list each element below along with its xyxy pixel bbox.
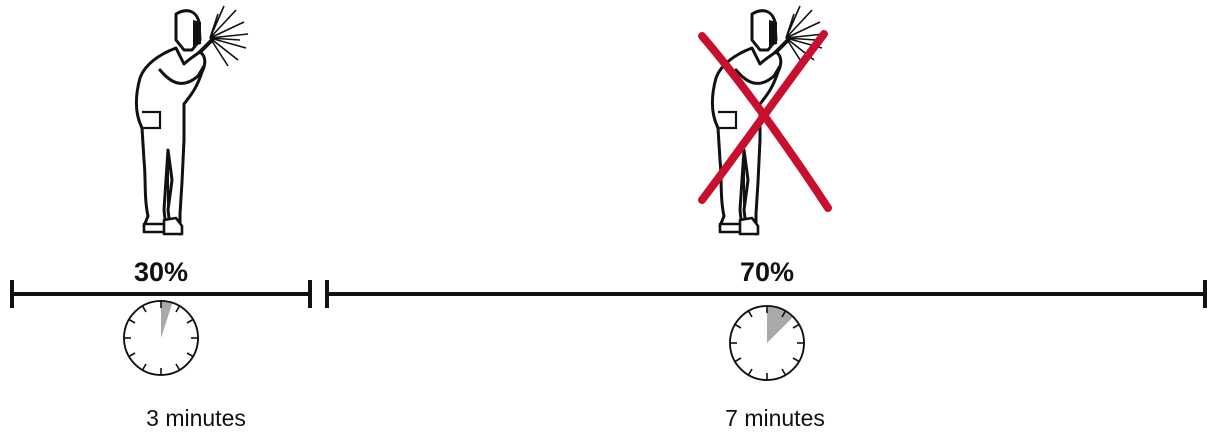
work-duration-label: 3 minutes (146, 407, 246, 430)
clock-icon (124, 301, 198, 375)
rest-duration-label: 7 minutes (725, 407, 825, 430)
rest-percent-label: 70% (740, 259, 794, 286)
clock-icon (730, 306, 804, 380)
welder-figure-icon (136, 6, 248, 234)
work-percent-label: 30% (134, 259, 188, 286)
timeline-bar (12, 280, 1205, 308)
